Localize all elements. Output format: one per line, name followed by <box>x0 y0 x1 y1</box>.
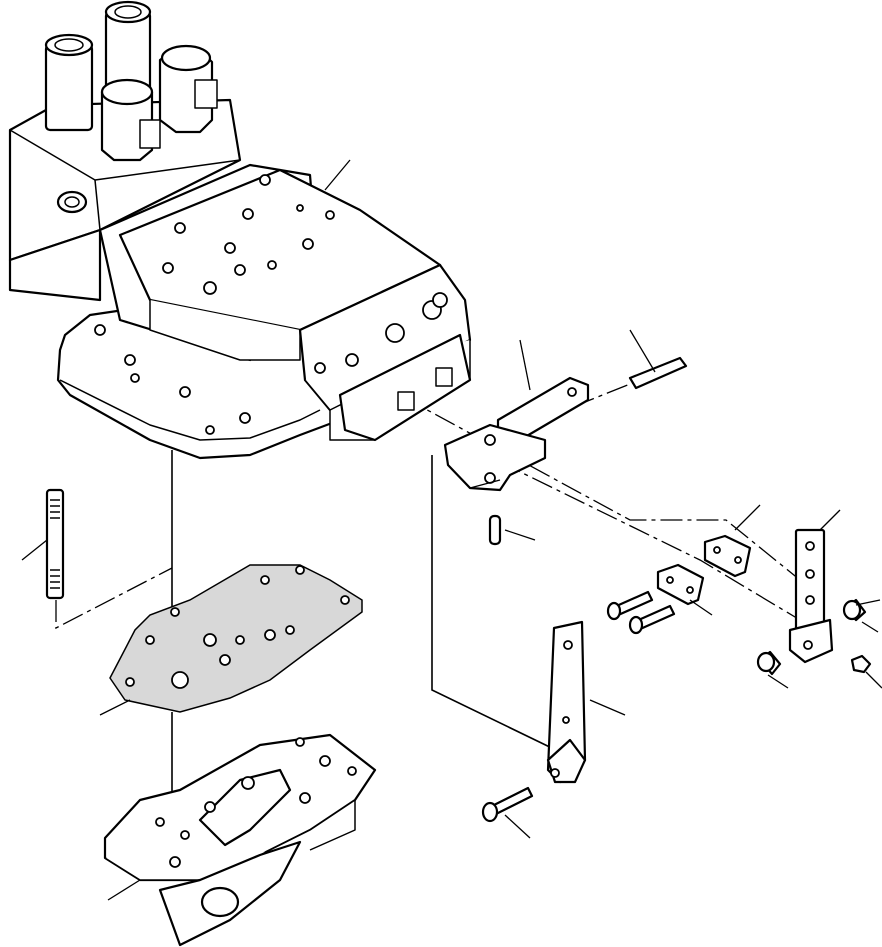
leader-bushing-right <box>861 621 879 633</box>
bolt-pair <box>606 590 676 635</box>
base-plate <box>103 733 377 947</box>
leader-nut <box>865 671 882 689</box>
leader-lever-bracket <box>519 339 531 391</box>
fitting-hex-right <box>158 44 218 134</box>
lever-arm-upright <box>788 528 834 664</box>
stud <box>45 488 65 600</box>
leader-gasket <box>99 699 131 716</box>
nut-small <box>850 654 872 674</box>
leader-pin-short <box>504 529 536 541</box>
bushing-right <box>842 598 867 622</box>
leader-spacer-upper <box>734 504 761 531</box>
leader-valve-body <box>324 159 351 191</box>
leader-lever-arm-lower <box>589 699 626 716</box>
lever-arm-lower <box>546 620 587 784</box>
bushing-left <box>756 650 782 676</box>
leader-clevis <box>469 479 501 489</box>
clevis-block <box>443 423 547 492</box>
bolt-lower <box>481 786 534 823</box>
leader-stud-upper <box>855 599 881 606</box>
spacer-block-lower <box>656 563 705 606</box>
leader-lever-arm-upright <box>819 509 841 531</box>
leader-bolt-lower <box>504 814 531 839</box>
leader-spacer-lower <box>689 599 713 616</box>
leader-base-plate <box>107 879 141 901</box>
assembly-line-stud <box>55 567 173 630</box>
pin-long <box>628 356 688 390</box>
fitting-tall-left <box>44 33 94 132</box>
fitting-small-front <box>100 78 161 162</box>
leader-pin-long <box>629 329 656 373</box>
spacer-block-upper <box>703 534 752 578</box>
leader-stud <box>21 539 48 561</box>
assembly-line-section-to-lever <box>431 455 561 753</box>
callout-leaders <box>21 159 882 901</box>
side-port-fitting <box>56 190 88 214</box>
leader-bushing-left <box>767 674 789 689</box>
main-valve-body <box>8 98 442 362</box>
end-cover <box>338 333 472 442</box>
assembly-line-block <box>499 461 801 621</box>
pin-short <box>488 514 502 546</box>
gasket <box>109 564 363 713</box>
